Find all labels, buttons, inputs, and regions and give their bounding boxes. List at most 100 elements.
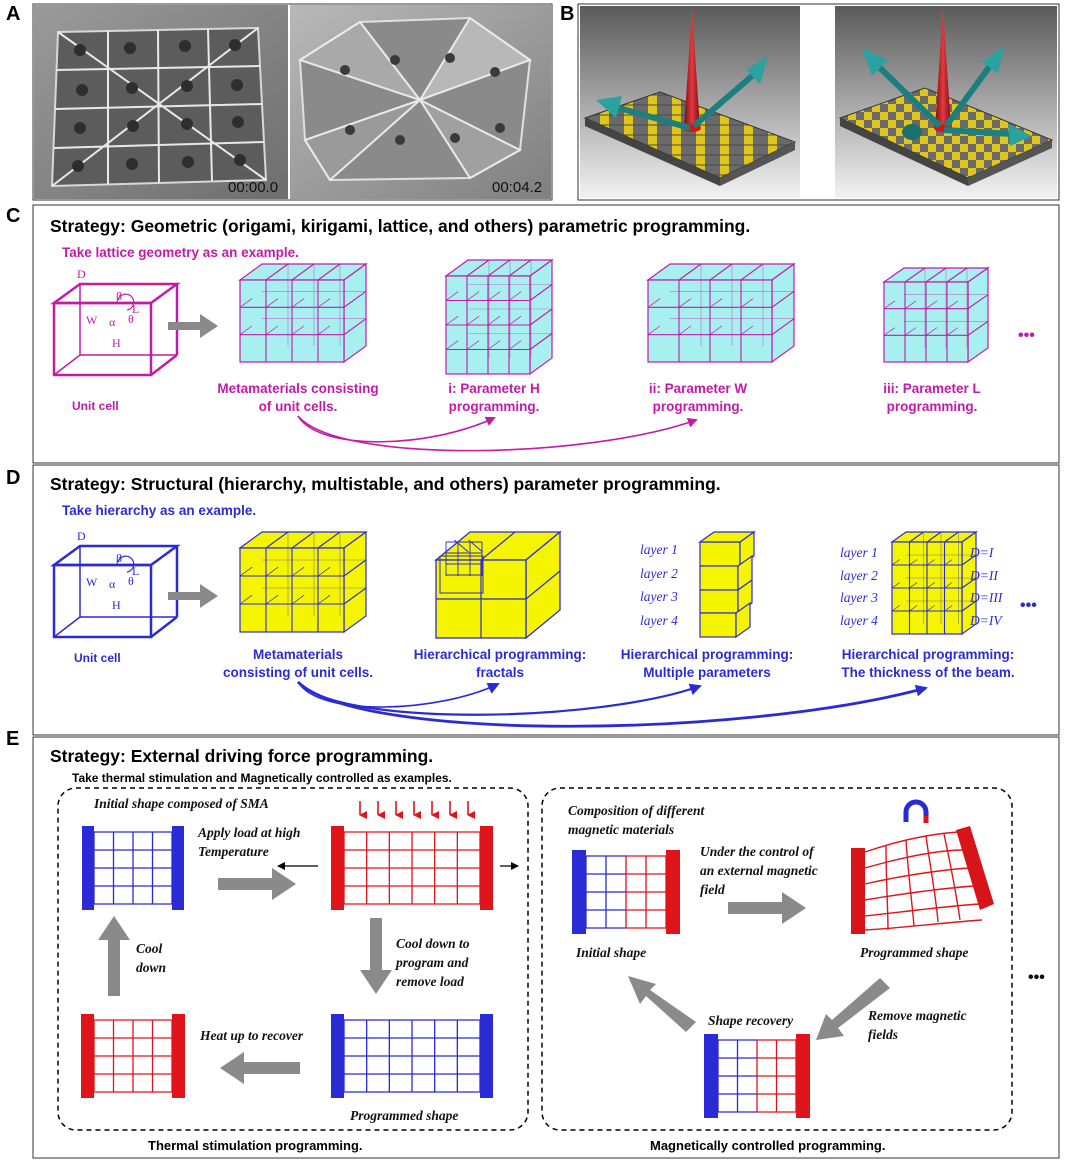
magnetic-programmed-label: Programmed shape: [860, 945, 968, 960]
meta-c-line1: Metamaterials consisting: [217, 381, 378, 396]
cube-label-w-blue: W: [86, 575, 98, 589]
curve-arrow-d-2: [297, 681, 702, 716]
curve-arrow-c-2: [297, 415, 698, 452]
lattice-param-w: [646, 262, 796, 364]
control-line2: an external magnetic: [700, 863, 818, 878]
unit-cell-blue: [50, 544, 181, 639]
red-cone-left: [684, 8, 700, 128]
heat-recover-label: Heat up to recover: [199, 1028, 304, 1043]
arrow-gray-c: [168, 314, 218, 338]
magnet-icon: [903, 799, 929, 823]
fractal-line1: Hierarchical programming:: [414, 647, 587, 662]
ellipsis-c: •••: [1018, 327, 1035, 344]
control-line3: field: [700, 882, 725, 897]
magnetic-box: [541, 787, 1013, 1131]
cool-line2: down: [136, 960, 166, 975]
thermal-box: [57, 787, 529, 1131]
red-cone-right: [935, 8, 951, 128]
example-lattice: Take lattice geometry as an example.: [62, 245, 299, 260]
panel-e-frame: [32, 736, 1060, 1159]
magnetic-initial-grid: [572, 850, 680, 934]
sma-loaded-grid: [331, 826, 493, 910]
unit-cell-magenta: [50, 282, 181, 377]
param-l-line1: iii: Parameter L: [883, 381, 981, 396]
panel-a-photos: 00:00.0 00:04.2: [32, 3, 553, 201]
strategy-geometric: Strategy: Geometric (origami, kirigami, …: [50, 216, 750, 236]
unit-cell-label-c: Unit cell: [72, 399, 119, 413]
magnetic-recovery-grid: [704, 1034, 810, 1118]
arrow-gray-cool-down: [360, 918, 392, 994]
d-value-3: D=III: [969, 590, 1004, 605]
cube-label-theta: θ: [128, 312, 134, 326]
magnetic-caption: Magnetically controlled programming.: [650, 1138, 885, 1153]
sma-recovered-grid: [81, 1014, 185, 1098]
thermal-caption: Thermal stimulation programming.: [148, 1138, 363, 1153]
layer-label-1a: layer 1: [640, 542, 678, 557]
fractal-line2: fractals: [476, 665, 524, 680]
param-h-line1: i: Parameter H: [448, 381, 540, 396]
lattice-beam-thickness: [890, 530, 978, 636]
panel-c-frame: [32, 204, 1060, 464]
cube-label-d-blue: D: [77, 529, 86, 543]
thermal-programmed-label: Programmed shape: [350, 1108, 458, 1123]
arrow-gray-remove: [816, 978, 890, 1040]
curve-arrow-d-1: [297, 681, 500, 708]
panel-label-b: B: [560, 3, 574, 25]
arrow-gray-apply: [218, 868, 296, 900]
teal-arrow-right-b: [982, 46, 1004, 74]
param-l-line2: programming.: [887, 399, 978, 414]
teal-arrow-right-c: [1008, 124, 1032, 146]
lattice-param-h: [444, 258, 554, 376]
param-h-line2: programming.: [449, 399, 540, 414]
cube-label-h-blue: H: [112, 598, 121, 612]
curve-arrow-d-3: [297, 680, 928, 728]
layer-label-4a: layer 4: [640, 613, 678, 628]
layer-label-2a: layer 2: [640, 566, 678, 581]
ellipsis-d: •••: [1020, 597, 1037, 614]
curve-arrow-c-1: [297, 415, 496, 443]
multi-param-line2: Multiple parameters: [643, 665, 771, 680]
teal-arrow-left-a: [596, 96, 622, 118]
load-arrows: [359, 801, 475, 819]
apply-load-line1: Apply load at high: [197, 825, 300, 840]
d-value-2: D=II: [969, 568, 999, 583]
cube-label-l: L: [132, 302, 139, 316]
remove-line2: fields: [868, 1027, 898, 1042]
arrow-gray-recover: [628, 976, 696, 1032]
cool-line1: Cool: [136, 941, 163, 956]
cool-program-line1: Cool down to: [396, 936, 470, 951]
composition-line2: magnetic materials: [568, 822, 674, 837]
cube-label-h: H: [112, 336, 121, 350]
panel-b-renders: [577, 3, 1060, 201]
cool-program-line3: remove load: [396, 974, 464, 989]
cube-label-w: W: [86, 313, 98, 327]
panel-label-c: C: [6, 205, 20, 227]
arrow-gray-d: [168, 584, 218, 608]
recovery-label: Shape recovery: [708, 1013, 794, 1028]
layer-label-3a: layer 3: [640, 589, 678, 604]
meta-d-line1: Metamaterials: [253, 647, 343, 662]
remove-line1: Remove magnetic: [867, 1008, 967, 1023]
cool-program-line2: program and: [395, 955, 469, 970]
timestamp-right: 00:04.2: [492, 179, 542, 196]
arrow-gray-magnetic: [728, 892, 806, 924]
panel-d-frame: [32, 464, 1060, 736]
layer-label-4b: layer 4: [840, 613, 878, 628]
meta-d-line2: consisting of unit cells.: [223, 665, 373, 680]
thickness-line2: The thickness of the beam.: [841, 665, 1014, 680]
cube-label-beta: β: [116, 289, 122, 303]
cube-label-l-blue: L: [132, 564, 139, 578]
unit-cell-label-d: Unit cell: [74, 651, 121, 665]
sma-programmed-grid: [331, 1014, 493, 1098]
d-value-1: D=I: [969, 545, 995, 560]
composition-line1: Composition of different: [568, 803, 706, 818]
thickness-line1: Hierarchical programming:: [842, 647, 1015, 662]
apply-load-line2: Temperature: [198, 844, 269, 859]
teal-sphere: [902, 124, 922, 140]
layer-label-2b: layer 2: [840, 568, 878, 583]
panel-label-d: D: [6, 467, 20, 489]
cube-label-beta-blue: β: [116, 551, 122, 565]
magnetic-initial-label: Initial shape: [575, 945, 646, 960]
ellipsis-e: •••: [1028, 969, 1045, 986]
